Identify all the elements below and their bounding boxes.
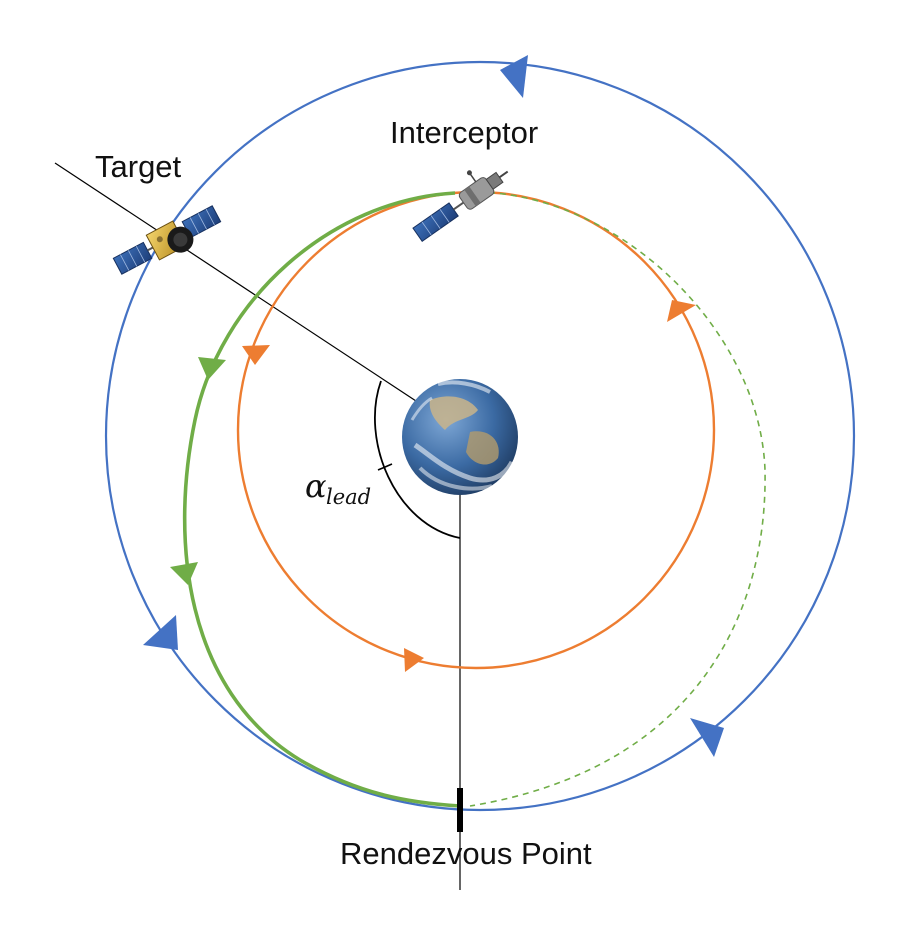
lead-angle-label: α lead: [305, 467, 371, 509]
outer-orbit-arrow-left: [143, 615, 178, 650]
interceptor-satellite-icon: [412, 170, 509, 242]
target-satellite-icon: [112, 205, 222, 275]
inner-orbit-arrow-right: [667, 300, 696, 322]
transfer-ellipse-dashed: [469, 191, 766, 807]
earth-globe-icon: [402, 379, 518, 495]
transfer-arrow-upper: [198, 357, 226, 380]
lead-angle-tick: [377, 463, 393, 471]
interceptor-label: Interceptor: [390, 115, 538, 150]
lead-angle-arc: [374, 380, 461, 539]
inner-orbit-arrow-left: [242, 345, 270, 365]
target-label: Target: [95, 149, 182, 184]
rendezvous-marker: [457, 788, 463, 832]
outer-orbit-arrow-right: [690, 718, 724, 757]
lead-angle-subscript: lead: [326, 485, 371, 509]
transfer-path: [182, 191, 461, 808]
outer-orbit-arrow-top: [500, 55, 528, 98]
lead-angle-symbol: α: [305, 467, 327, 505]
target-orbit: [104, 60, 856, 812]
transfer-arrow-lower: [170, 562, 198, 585]
inner-orbit-arrow-bottom: [404, 648, 424, 672]
rendezvous-point-label: Rendezvous Point: [340, 836, 592, 871]
